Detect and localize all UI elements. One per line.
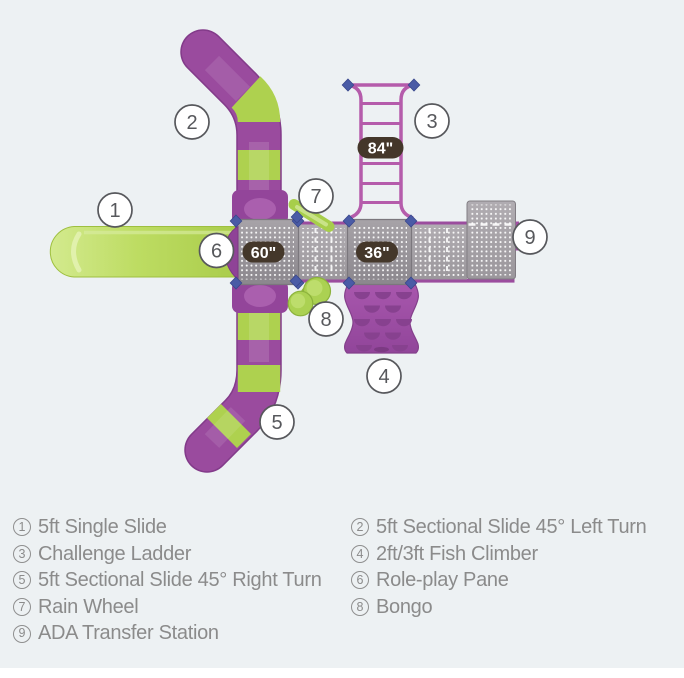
- legend-item-1: 1 5ft Single Slide: [13, 514, 351, 541]
- connector-icon: [404, 214, 418, 228]
- callout-9-number: 9: [524, 227, 535, 249]
- legend-item-7: 7 Rain Wheel: [13, 594, 351, 621]
- legend-item-2: 2 5ft Sectional Slide 45° Left Turn: [351, 514, 673, 541]
- deck-60-measurement: 60": [251, 245, 276, 262]
- legend-num-2: 2: [351, 518, 369, 537]
- callout-3-number: 3: [426, 111, 437, 133]
- ada-platform-dots: [470, 204, 513, 276]
- bridge-deck-dots: [414, 228, 465, 276]
- legend-item-8: 8 Bongo: [351, 594, 673, 621]
- slide-right-green-stripe: [207, 404, 251, 448]
- slide-left-green-stripe: [230, 76, 281, 123]
- slide-left-sheen: [204, 55, 251, 102]
- sectional-slide-left: [180, 29, 288, 245]
- legend-num-6: 6: [351, 571, 369, 590]
- ladder-pill: [357, 137, 404, 159]
- connector-icon: [341, 78, 355, 92]
- callout-2-number: 2: [186, 112, 197, 134]
- callout-5-number: 5: [271, 412, 282, 434]
- callout-6-number: 6: [211, 240, 222, 262]
- legend: 1 5ft Single Slide 2 5ft Sectional Slide…: [13, 514, 673, 647]
- bongo-drum-top: [306, 280, 323, 296]
- bridge-walkways: [297, 221, 515, 283]
- slide-left-entry-arch: [244, 198, 276, 220]
- deck-60-pill: [242, 241, 285, 263]
- sectional-slide-right: [184, 261, 288, 473]
- legend-item-4: 4 2ft/3ft Fish Climber: [351, 541, 673, 568]
- legend-label-8: Bongo: [376, 595, 433, 618]
- connector-icon: [404, 276, 418, 290]
- bridge-rail: [410, 278, 515, 283]
- deck-36-pill: [356, 241, 398, 263]
- rain-wheel-highlight: [295, 205, 328, 227]
- legend-label-7: Rain Wheel: [38, 595, 139, 618]
- single-slide: [49, 226, 246, 278]
- legend-num-5: 5: [13, 571, 31, 590]
- legend-label-2: 5ft Sectional Slide 45° Left Turn: [376, 516, 647, 538]
- legend-item-3: 3 Challenge Ladder: [13, 541, 351, 568]
- connector-icon: [229, 276, 243, 290]
- callout-4-number: 4: [378, 366, 389, 388]
- legend-label-9: ADA Transfer Station: [38, 622, 219, 645]
- ada-transfer-station: [466, 200, 519, 280]
- legend-item-9: 9 ADA Transfer Station: [13, 620, 351, 647]
- callout-markers: 1 2 3 4 5 6 7 8: [97, 103, 548, 440]
- legend-label-1: 5ft Single Slide: [38, 516, 167, 538]
- single-slide-bed: [49, 226, 246, 278]
- ladder-measurement: 84": [368, 140, 393, 157]
- single-slide-highlight: [71, 231, 82, 273]
- callout-6: 6: [198, 232, 235, 269]
- bridge-deck-dots: [300, 228, 345, 276]
- legend-num-4: 4: [351, 544, 369, 563]
- legend-label-5: 5ft Sectional Slide 45° Right Turn: [38, 569, 322, 592]
- legend-label-4: 2ft/3ft Fish Climber: [376, 542, 538, 565]
- slide-right-green-stripe: [237, 312, 281, 340]
- ladder-right-rail: [399, 83, 415, 220]
- callout-3: 3: [414, 103, 450, 139]
- legend-num-8: 8: [351, 598, 369, 617]
- connector-icon: [289, 274, 303, 288]
- fish-scales: [354, 292, 412, 352]
- legend-num-7: 7: [13, 598, 31, 617]
- callout-1: 1: [97, 192, 133, 228]
- legend-num-1: 1: [13, 518, 31, 537]
- legend-num-9: 9: [13, 624, 31, 643]
- slide-right-green-stripe: [237, 365, 281, 392]
- bongo: [287, 276, 332, 317]
- callout-8-number: 8: [320, 309, 331, 331]
- callout-9: 9: [512, 219, 548, 255]
- fish-handle-slot: [374, 346, 389, 353]
- legend-item-5: 5 5ft Sectional Slide 45° Right Turn: [13, 567, 351, 594]
- callout-2: 2: [174, 104, 210, 140]
- callout-7-number: 7: [310, 186, 321, 208]
- bridge-rail: [410, 221, 468, 226]
- legend-num-3: 3: [13, 544, 31, 563]
- callout-1-number: 1: [109, 200, 120, 222]
- legend-label-3: Challenge Ladder: [38, 542, 192, 565]
- rain-wheel: [288, 199, 335, 232]
- connector-icon: [407, 78, 421, 92]
- deck-36-measurement: 36": [364, 245, 389, 262]
- callout-7: 7: [298, 178, 334, 214]
- measurement-labels: 60" 36" 84": [242, 137, 404, 263]
- bongo-drum-top: [290, 293, 306, 309]
- connector-icon: [290, 210, 304, 224]
- connector-icon: [342, 276, 356, 290]
- slide-left-green-stripe: [237, 150, 281, 180]
- legend-label-6: Role-play Pane: [376, 569, 509, 592]
- callout-5: 5: [259, 404, 295, 440]
- slide-right-entry-arch: [244, 285, 276, 307]
- playground-plan-diagram: 60" 36" 84" 1 2 3: [49, 29, 548, 473]
- callout-8: 8: [308, 301, 344, 337]
- corner-connectors: [229, 78, 421, 290]
- connector-icon: [229, 214, 243, 228]
- connector-icon: [342, 214, 356, 228]
- slide-right-sheen: [204, 407, 246, 448]
- fish-climber: [344, 283, 419, 354]
- callout-4: 4: [366, 358, 402, 394]
- legend-item-6: 6 Role-play Pane: [351, 567, 673, 594]
